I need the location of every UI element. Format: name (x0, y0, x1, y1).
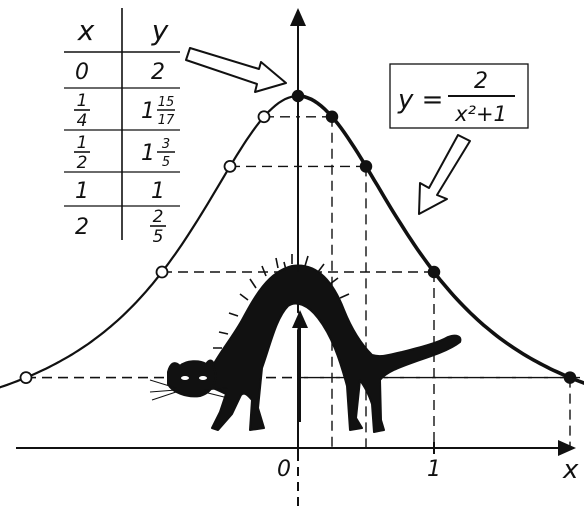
table-cell-denominator: 5 (153, 227, 164, 247)
formula-numerator: 2 (474, 69, 488, 94)
data-point-filled (427, 265, 441, 279)
pointer-arrows (185, 47, 471, 215)
table-cell: 1 (75, 179, 89, 204)
table-cell-numerator: 1 (77, 91, 88, 111)
table-cell-whole: 1 (141, 99, 155, 124)
x-axis-label: x (562, 455, 579, 485)
table-cell: 1 (151, 179, 165, 204)
table-cell: 2 (151, 60, 165, 85)
formula-pointer-arrow-icon (418, 134, 471, 215)
table-cell-whole: 1 (141, 141, 155, 166)
series-curve-left (0, 94, 299, 389)
table-cell-denominator: 4 (77, 111, 88, 131)
table-cell-denominator: 17 (158, 113, 175, 128)
data-point-filled (359, 160, 373, 173)
data-point-open (19, 371, 33, 385)
data-point-filled (325, 110, 339, 124)
table-cell-denominator: 2 (77, 153, 88, 173)
table-cell-numerator: 2 (153, 207, 164, 227)
table-cell-numerator: 1 (77, 133, 88, 153)
data-point-filled (563, 371, 577, 384)
formula-box: y = 2 x²+1 (389, 63, 529, 129)
table-cell-denominator: 5 (162, 155, 170, 170)
data-points (19, 89, 577, 385)
data-point-open (223, 159, 237, 173)
x-tick-label: 1 (427, 457, 441, 482)
data-point-open (155, 265, 169, 279)
table-cell: 0 (75, 60, 89, 85)
table-cell-numerator: 3 (162, 137, 170, 152)
table-header-x: x (77, 14, 95, 47)
data-point-filled (291, 89, 305, 103)
table-pointer-arrow-icon (185, 47, 287, 93)
formula-lhs: y = (397, 85, 443, 115)
table-cell-numerator: 15 (158, 95, 175, 110)
series-curve-right (297, 94, 584, 385)
formula-denominator: x²+1 (454, 102, 507, 126)
x-tick-label: 0 (277, 457, 291, 482)
table-cell: 2 (75, 215, 89, 240)
table-header-y: y (151, 14, 169, 47)
arched-black-cat-icon (149, 254, 462, 433)
data-point-open (257, 110, 271, 124)
